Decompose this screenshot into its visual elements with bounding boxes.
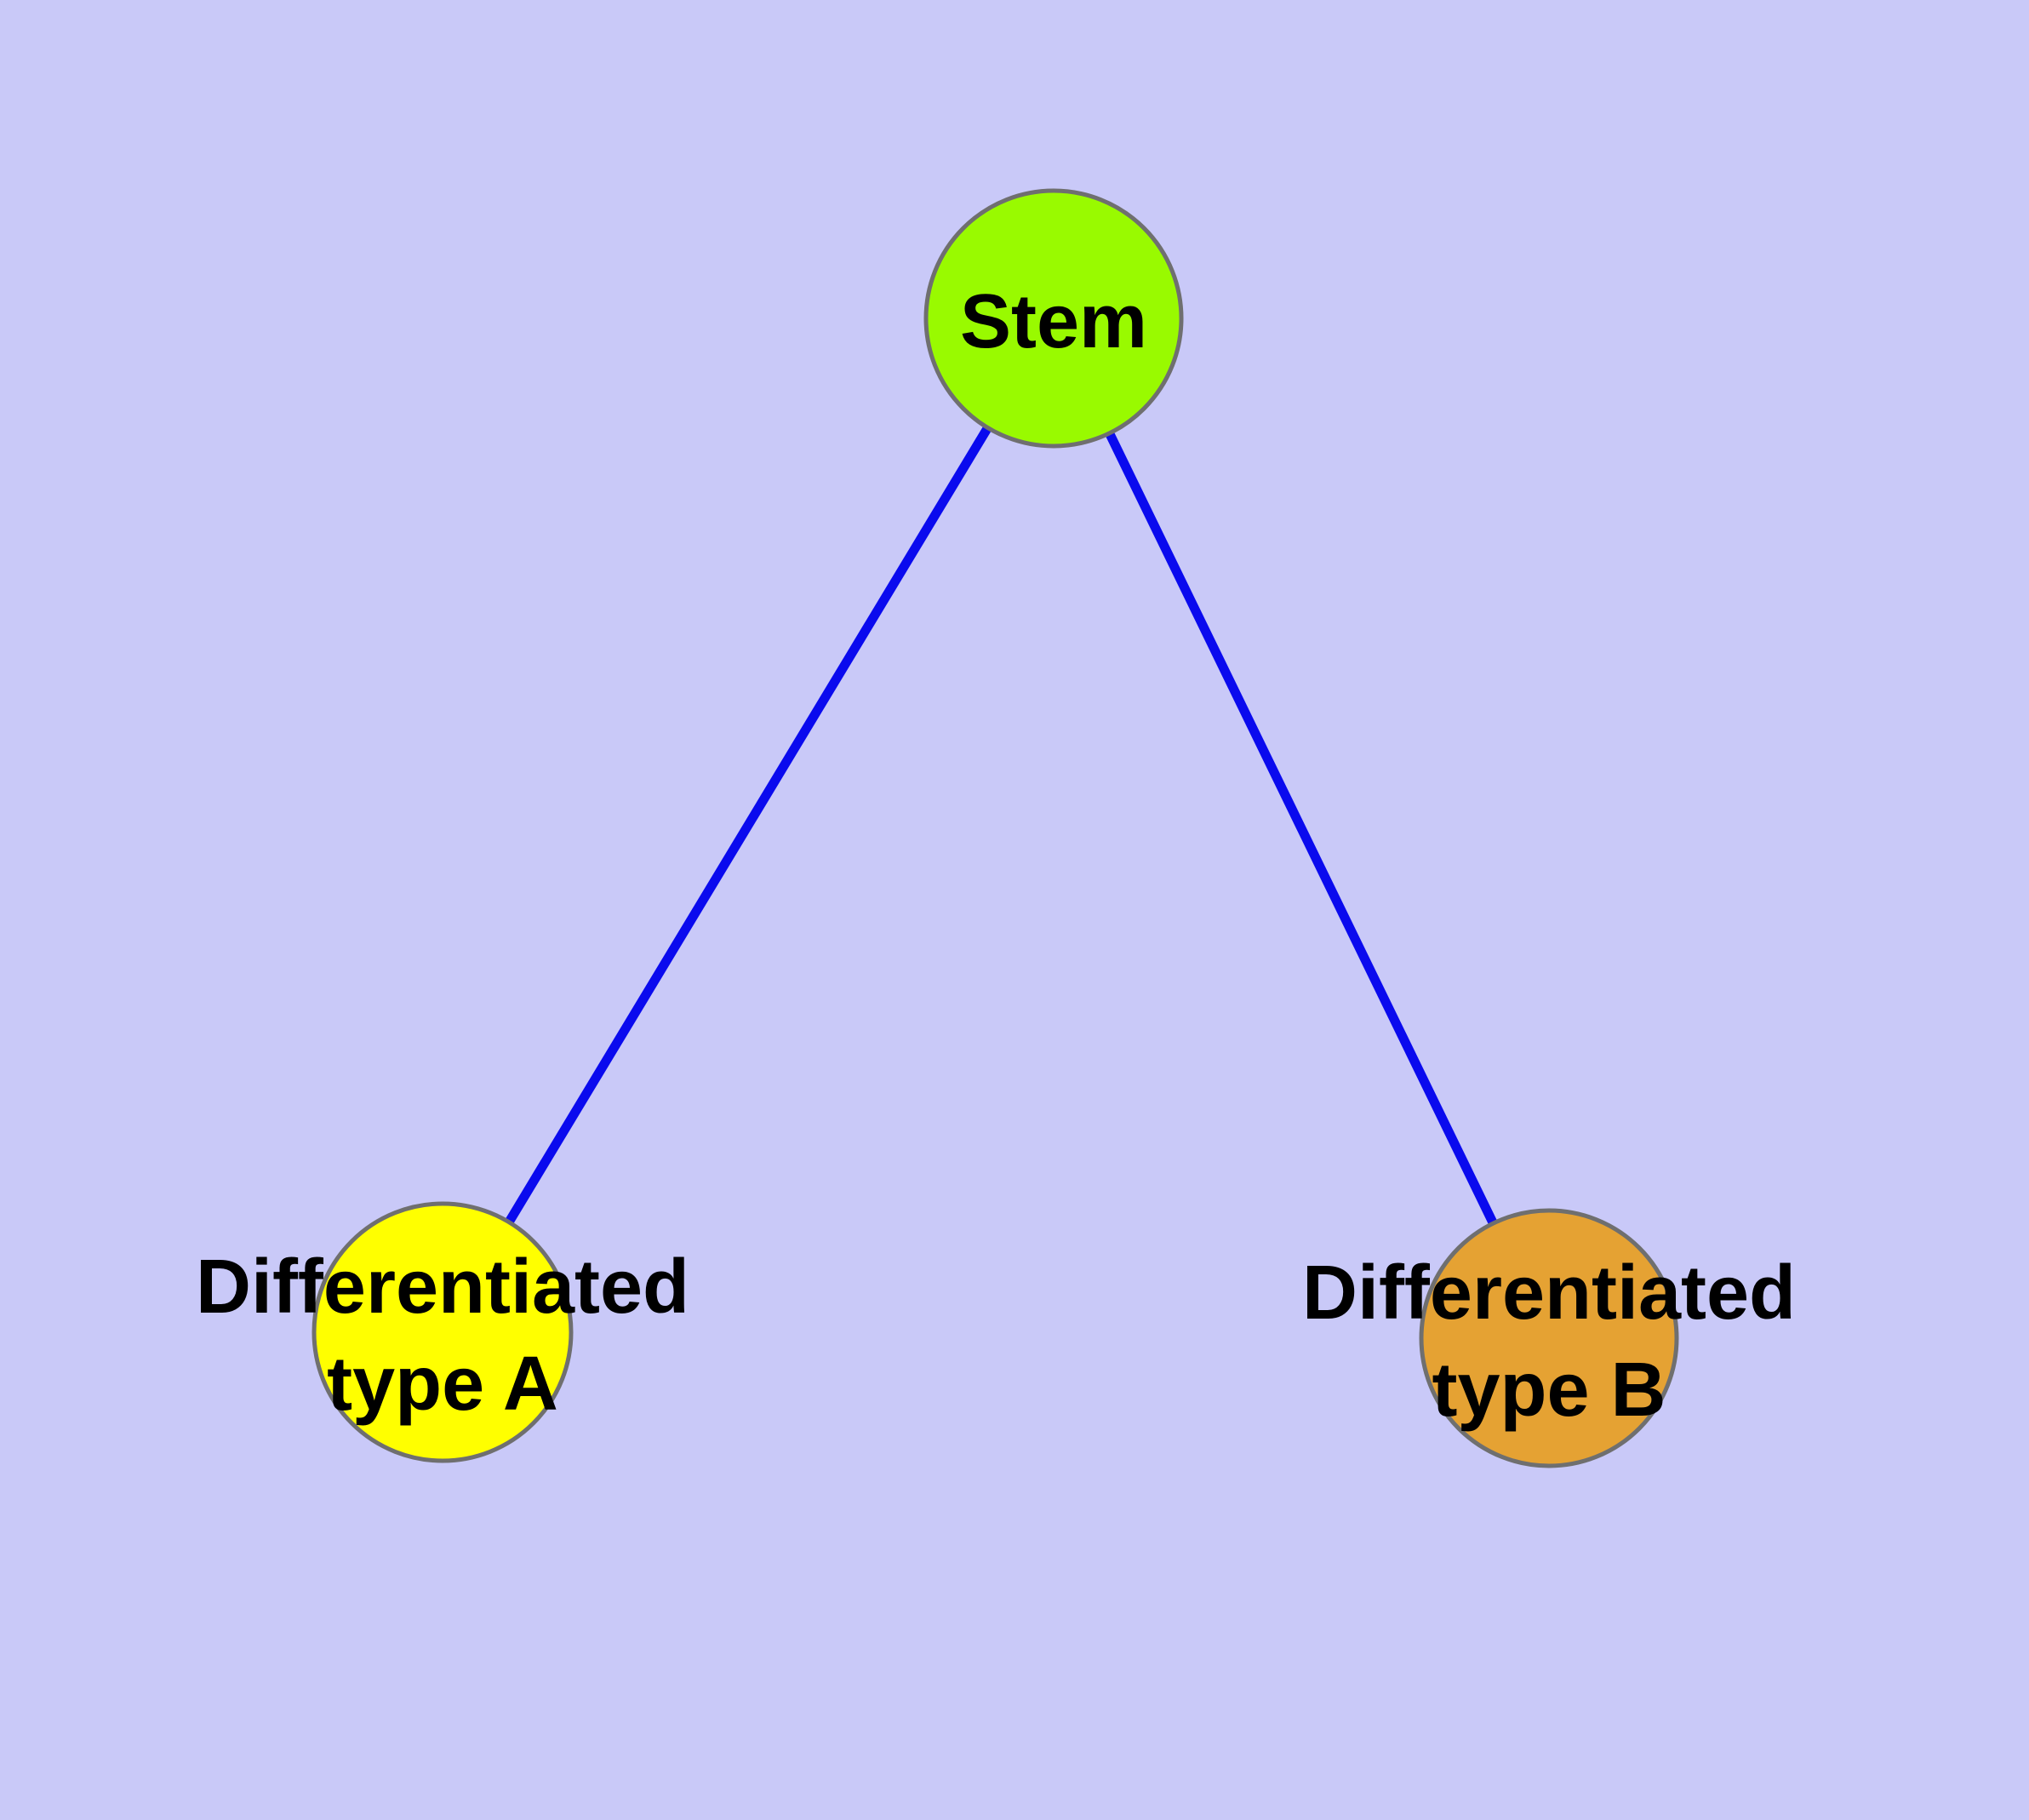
node-differentiated-type-b — [1419, 1208, 1679, 1468]
node-type-a-label-line1: Differentiated — [196, 1245, 689, 1330]
node-stem — [923, 188, 1184, 449]
edge-stem-to-type-b — [1049, 316, 1553, 1341]
node-stem-label: Stem — [960, 279, 1147, 364]
edge-stem-to-type-a — [438, 316, 1058, 1335]
node-differentiated-type-a — [311, 1201, 574, 1463]
node-type-b-label-line2: type B — [1432, 1348, 1666, 1433]
node-type-a-label-line2: type A — [327, 1342, 558, 1427]
node-type-b-label-line1: Differentiated — [1302, 1251, 1796, 1336]
